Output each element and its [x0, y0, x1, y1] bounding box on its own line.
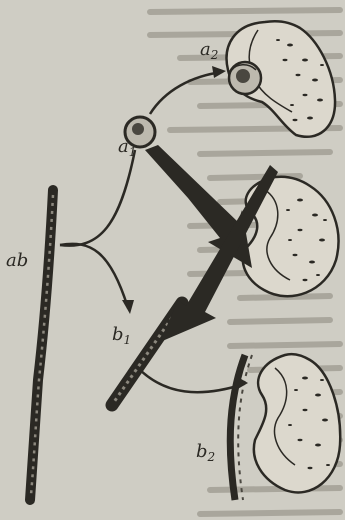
organ-top [227, 21, 335, 137]
cell-a1 [125, 117, 155, 147]
label-ab: ab [6, 250, 28, 271]
vessel-ab [30, 190, 53, 500]
organ-bottom [230, 354, 340, 500]
label-b2: b2 [196, 441, 215, 464]
label-a2: a2 [200, 39, 218, 62]
label-b1: b1 [112, 324, 131, 347]
